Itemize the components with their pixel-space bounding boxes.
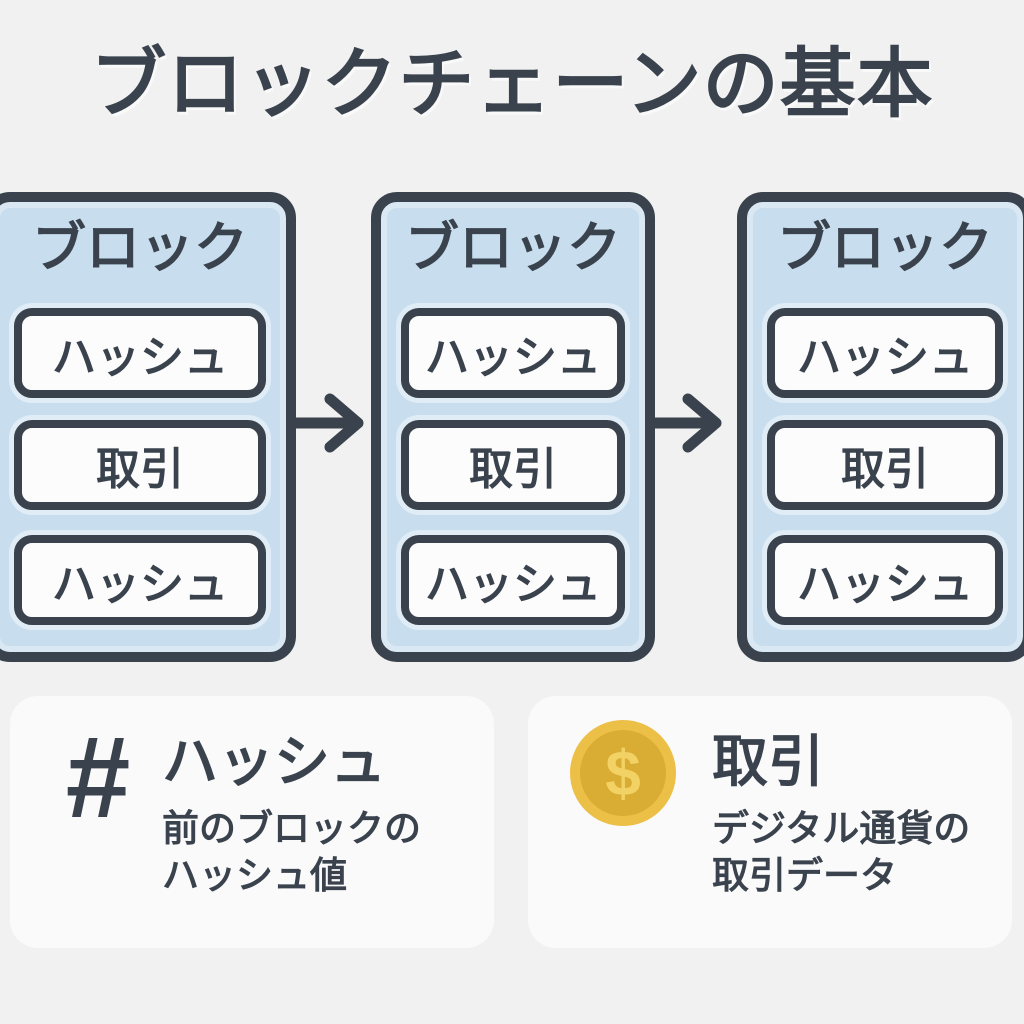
legend-heading-hash: ハッシュ (162, 730, 386, 793)
transaction-slot: 取引 (767, 420, 1003, 510)
page-title: ブロックチェーンの基本 (90, 42, 934, 127)
hash-slot: ハッシュ (14, 308, 266, 398)
hash-slot: ハッシュ (14, 535, 266, 625)
legend-description-transaction: デジタル通貨の 取引データ (712, 806, 970, 900)
hash-slot: ハッシュ (401, 308, 625, 398)
legend-description-line: 取引データ (712, 854, 897, 896)
transaction-slot: 取引 (14, 420, 266, 510)
arrow-right-icon (650, 393, 722, 453)
legend-description-line: ハッシュ値 (162, 854, 347, 896)
legend-card-hash: # ハッシュ 前のブロックの ハッシュ値 (10, 696, 494, 948)
block-card-3: ブロック ハッシュ 取引 ハッシュ (737, 192, 1024, 662)
legend-text-hash: ハッシュ 前のブロックの ハッシュ値 (162, 734, 421, 900)
legend-text-transaction: 取引 デジタル通貨の 取引データ (712, 734, 970, 900)
legend-heading-transaction: 取引 (712, 730, 824, 793)
hash-slot: ハッシュ (767, 535, 1003, 625)
hash-slot: ハッシュ (401, 535, 625, 625)
block-card-1: ブロック ハッシュ 取引 ハッシュ (0, 192, 296, 662)
dollar-sign: $ (605, 737, 641, 809)
block-title: ブロック (32, 218, 248, 278)
block-card-2: ブロック ハッシュ 取引 ハッシュ (371, 192, 655, 662)
legend-description-hash: 前のブロックの ハッシュ値 (162, 806, 421, 900)
legend-description-line: 前のブロックの (162, 808, 421, 849)
block-title: ブロック (405, 218, 621, 278)
legend-card-transaction: $ 取引 デジタル通貨の 取引データ (528, 696, 1012, 948)
hash-slot: ハッシュ (767, 308, 1003, 398)
coin-inner-disc: $ (580, 730, 666, 816)
legend-description-line: デジタル通貨の (712, 808, 971, 849)
arrow-right-icon (292, 393, 364, 453)
dollar-coin-icon: $ (570, 720, 676, 826)
transaction-slot: 取引 (401, 420, 625, 510)
block-title: ブロック (777, 218, 993, 278)
hash-icon: # (65, 712, 131, 842)
